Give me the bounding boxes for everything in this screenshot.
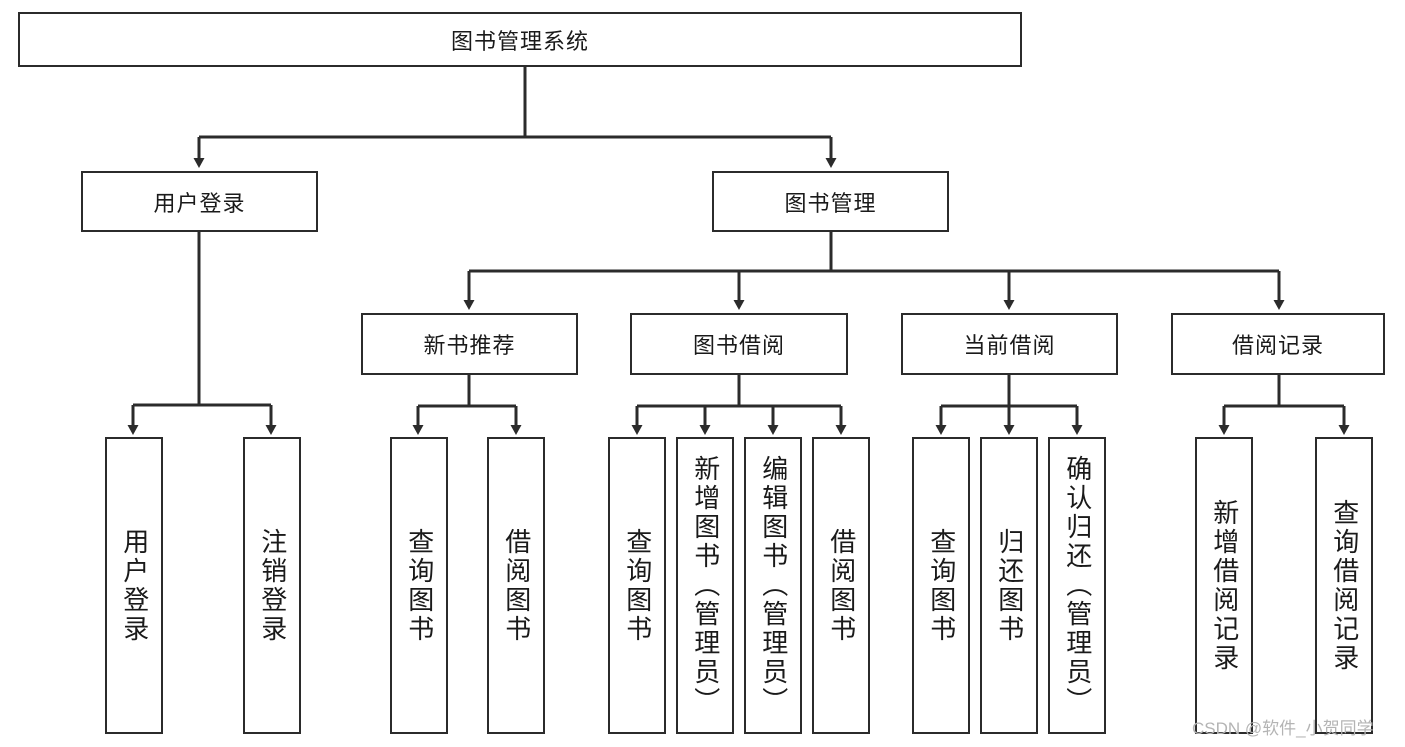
node-label: 确认归还（管理员） — [1062, 455, 1093, 716]
node-book-management[interactable]: 图书管理 — [712, 171, 949, 232]
node-label: 借阅图书 — [826, 527, 857, 644]
node-user-login[interactable]: 用户登录 — [81, 171, 318, 232]
node-label: 注销登录 — [257, 527, 288, 644]
node-label: 查询图书 — [926, 527, 957, 644]
node-label: 借阅记录 — [1231, 333, 1324, 358]
leaf-user-login-login[interactable]: 用户登录 — [105, 437, 163, 734]
leaf-borrow-borrow-book[interactable]: 借阅图书 — [812, 437, 870, 734]
node-label: 用户登录 — [153, 190, 246, 216]
node-label: 新增图书（管理员） — [690, 455, 721, 716]
leaf-current-confirm-return[interactable]: 确认归还（管理员） — [1048, 437, 1106, 734]
leaf-current-return-book[interactable]: 归还图书 — [980, 437, 1038, 734]
leaf-recommend-borrow-book[interactable]: 借阅图书 — [487, 437, 545, 734]
node-label: 归还图书 — [994, 527, 1025, 644]
node-new-book-recommend[interactable]: 新书推荐 — [361, 313, 578, 375]
leaf-current-query-book[interactable]: 查询图书 — [912, 437, 970, 734]
leaf-borrow-add-book[interactable]: 新增图书（管理员） — [676, 437, 734, 734]
csdn-watermark: CSDN @软件_小贺同学 — [1192, 719, 1374, 738]
leaf-borrow-query-book[interactable]: 查询图书 — [608, 437, 666, 734]
node-root-system[interactable]: 图书管理系统 — [18, 12, 1022, 67]
node-label: 编辑图书（管理员） — [758, 455, 789, 716]
node-label: 查询借阅记录 — [1329, 498, 1360, 673]
node-label: 图书借阅 — [692, 333, 785, 358]
node-label: 图书管理 — [784, 190, 877, 216]
leaf-borrow-edit-book[interactable]: 编辑图书（管理员） — [744, 437, 802, 734]
node-label: 查询图书 — [622, 527, 653, 644]
node-label: 查询图书 — [404, 527, 435, 644]
node-label: 当前借阅 — [963, 333, 1056, 358]
node-label: 新书推荐 — [423, 333, 516, 358]
node-current-borrow[interactable]: 当前借阅 — [901, 313, 1118, 375]
node-label: 用户登录 — [119, 527, 150, 644]
node-label: 借阅图书 — [501, 527, 532, 644]
node-label: 新增借阅记录 — [1209, 498, 1240, 673]
leaf-record-query-record[interactable]: 查询借阅记录 — [1315, 437, 1373, 734]
node-borrow-record[interactable]: 借阅记录 — [1171, 313, 1385, 375]
node-book-borrow[interactable]: 图书借阅 — [630, 313, 848, 375]
node-label: 图书管理系统 — [450, 28, 589, 54]
leaf-record-add-record[interactable]: 新增借阅记录 — [1195, 437, 1253, 734]
leaf-user-login-logout[interactable]: 注销登录 — [243, 437, 301, 734]
leaf-recommend-query-book[interactable]: 查询图书 — [390, 437, 448, 734]
